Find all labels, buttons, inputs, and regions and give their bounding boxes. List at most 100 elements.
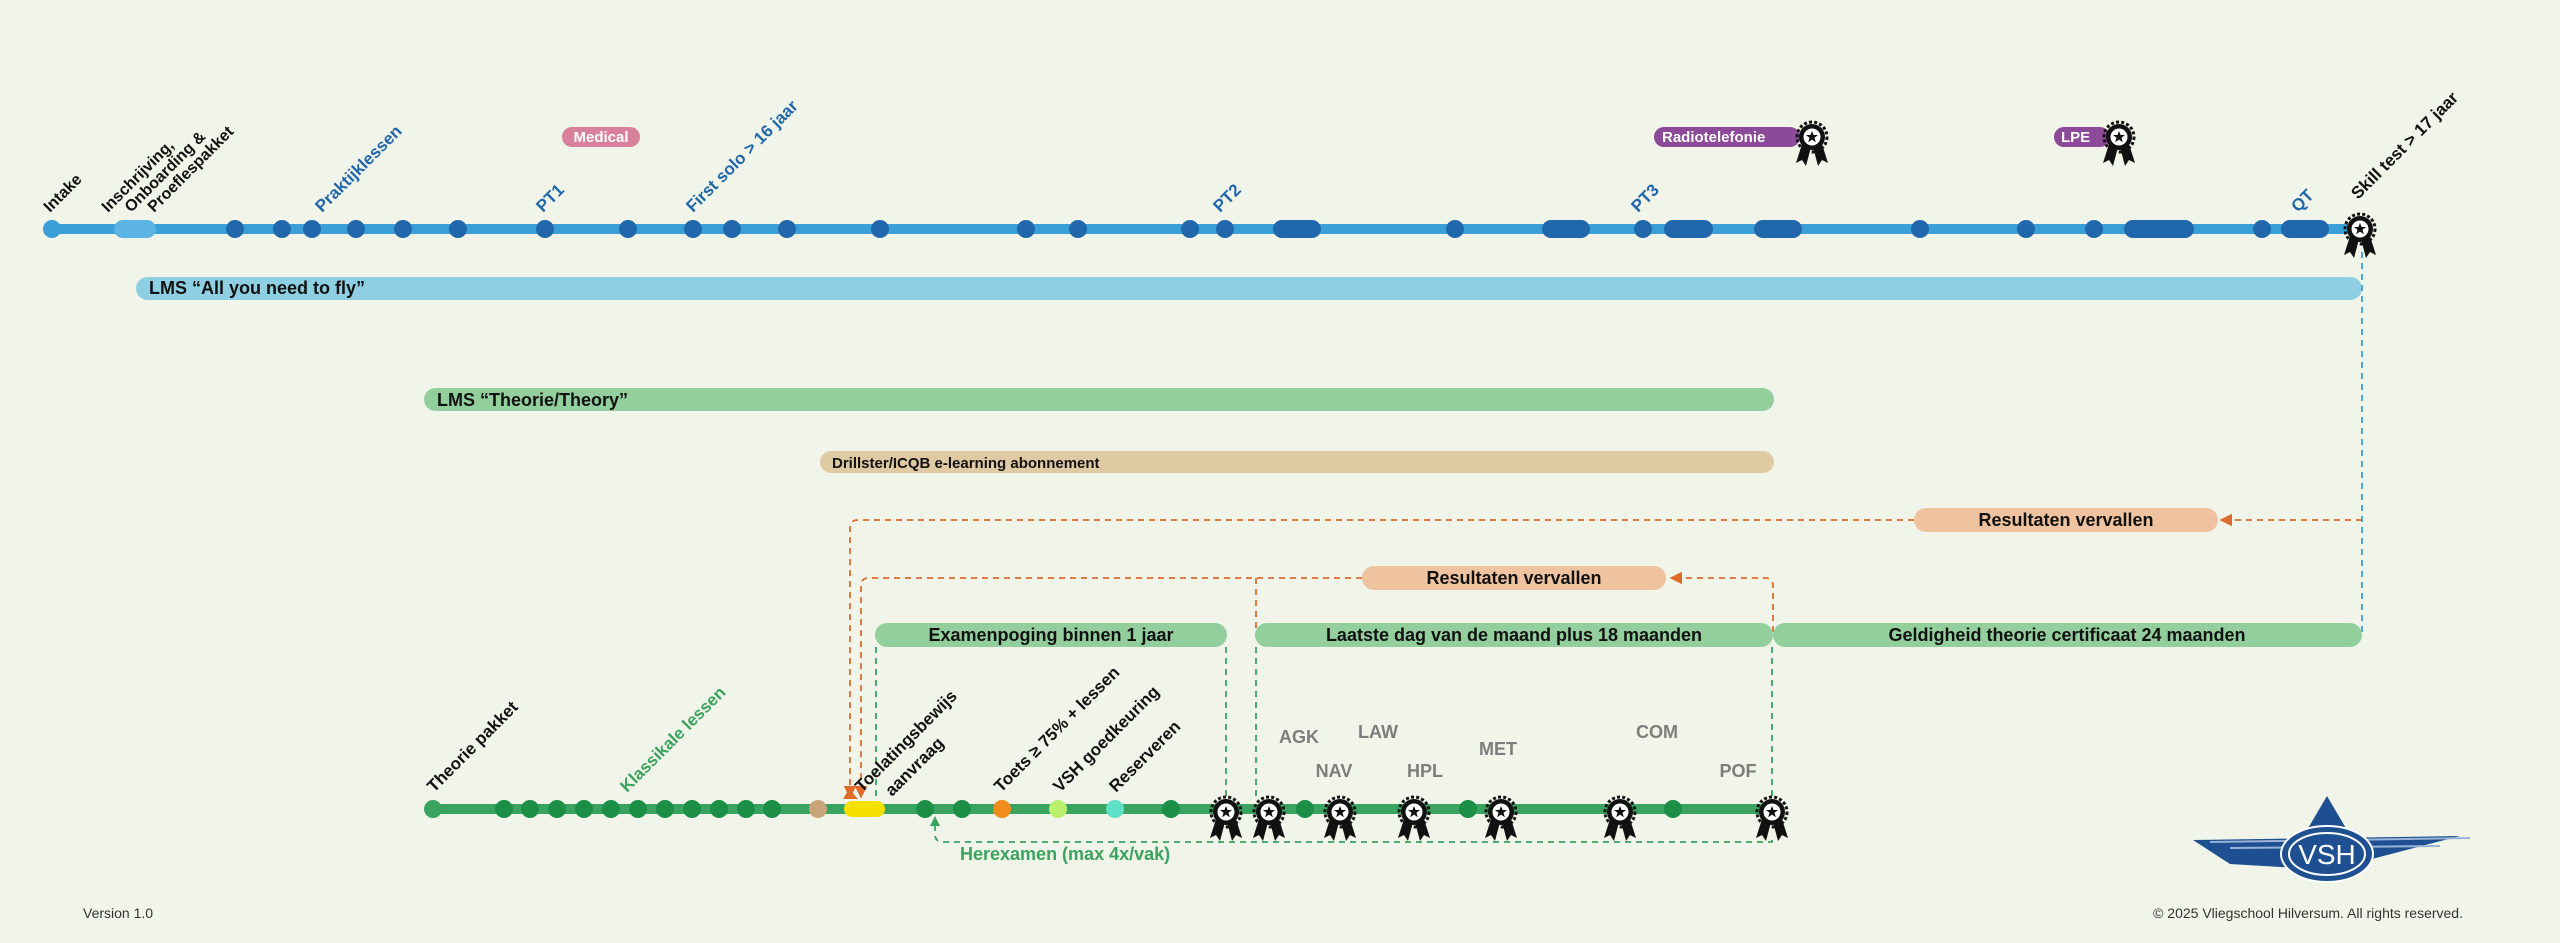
version-label: Version 1.0 <box>83 905 154 921</box>
subject-met: MET <box>1479 739 1517 759</box>
pilot-lesson-node <box>226 220 244 238</box>
logo-tail <box>2307 796 2347 830</box>
theory-exam-node <box>1664 800 1682 818</box>
resultaten-vervallen-pill-1 <box>1914 508 2218 532</box>
radiotelefonie-award-icon <box>1794 120 1830 168</box>
pilot-lesson-block <box>1542 220 1590 238</box>
resultaten-vervallen-label-1: Resultaten vervallen <box>1978 510 2153 530</box>
pt2-label: PT2 <box>1209 180 1244 215</box>
pt1-label: PT1 <box>532 180 567 215</box>
theory-lesson-node <box>575 800 593 818</box>
pilot-lesson-node <box>871 220 889 238</box>
theory-lesson-node <box>916 800 934 818</box>
theory-lesson-node <box>763 800 781 818</box>
geldigheid-label: Geldigheid theorie certificaat 24 maande… <box>1888 625 2245 645</box>
pilot-lesson-block <box>1754 220 1802 238</box>
resultaten-vervallen-pill-2 <box>1362 566 1666 590</box>
subject-law: LAW <box>1358 722 1398 742</box>
pilot-lesson-node <box>1911 220 1929 238</box>
pilot-lesson-node <box>1017 220 1035 238</box>
qt-label: QT <box>2287 185 2318 216</box>
theory-lesson-nodes <box>495 800 1682 818</box>
pilot-lesson-node <box>394 220 412 238</box>
vervallen-arrow-2 <box>1669 571 1774 632</box>
pilot-lesson-block <box>114 220 156 238</box>
skill-test-label: Skill test > 17 jaar <box>2347 88 2462 203</box>
herexamen-label: Herexamen (max 4x/vak) <box>960 844 1170 864</box>
subject-pof: POF <box>1719 761 1756 781</box>
pilot-lesson-node <box>449 220 467 238</box>
exam-award-icon-3 <box>1322 795 1358 843</box>
theory-lesson-node <box>710 800 728 818</box>
lms-fly-label: LMS “All you need to fly” <box>149 278 365 298</box>
intake-label: Intake <box>41 171 86 216</box>
pilot-lesson-node <box>1181 220 1199 238</box>
klassikale-lessen-label: Klassikale lessen <box>616 683 729 796</box>
exam-award-icon-2 <box>1251 795 1287 843</box>
laatste-dag-label: Laatste dag van de maand plus 18 maanden <box>1326 625 1702 645</box>
subject-com: COM <box>1636 722 1678 742</box>
subject-agk: AGK <box>1279 727 1319 747</box>
toets-node <box>993 800 1011 818</box>
pilot-lesson-nodes <box>114 220 2329 238</box>
drillster-bar <box>820 451 1774 473</box>
vsh-goedkeuring-node <box>1049 800 1067 818</box>
theory-lesson-node <box>548 800 566 818</box>
pilot-lesson-node <box>723 220 741 238</box>
laatste-dag-bar <box>1255 623 1773 647</box>
pilot-lesson-block <box>2124 220 2194 238</box>
examenpoging-label: Examenpoging binnen 1 jaar <box>928 625 1173 645</box>
lpe-label: LPE <box>2061 129 2090 146</box>
examenpoging-bar <box>875 623 1227 647</box>
pilot-lesson-node <box>1634 220 1652 238</box>
reserveren-node <box>1106 800 1124 818</box>
theory-exam-node <box>1296 800 1314 818</box>
medical-pill <box>562 127 640 147</box>
geldigheid-bar <box>1773 623 2362 647</box>
skill-test-award-icon <box>2342 212 2378 260</box>
lpe-award-icon <box>2101 120 2137 168</box>
radiotelefonie-pill <box>1654 127 1800 147</box>
toelating-node <box>844 801 885 817</box>
exam-award-icon-6 <box>1602 795 1638 843</box>
pilot-lesson-node <box>2253 220 2271 238</box>
pilot-lesson-node <box>1446 220 1464 238</box>
vsh-logo: VSH <box>2193 796 2471 883</box>
pilot-lesson-node <box>1069 220 1087 238</box>
vsh-goedkeuring-label: VSH goedkeuring <box>1049 682 1163 796</box>
lms-fly-bar <box>136 277 2362 300</box>
drillster-label: Drillster/ICQB e-learning abonnement <box>832 455 1100 472</box>
theory-lesson-node <box>602 800 620 818</box>
exam-award-icon-5 <box>1483 795 1519 843</box>
toelating-marker <box>843 789 858 799</box>
first-solo-label: First solo > 16 jaar <box>682 96 802 216</box>
vervallen-line-1 <box>843 519 1914 799</box>
theory-lesson-node <box>953 800 971 818</box>
herexamen-connector <box>934 826 1773 843</box>
pilot-lesson-block <box>1273 220 1321 238</box>
theory-lesson-node <box>521 800 539 818</box>
theory-lesson-node <box>656 800 674 818</box>
pilot-lesson-block <box>2281 220 2329 238</box>
pt3-label: PT3 <box>1627 180 1662 215</box>
pilot-lesson-node <box>684 220 702 238</box>
lpe-pill <box>2054 127 2110 147</box>
resultaten-vervallen-label-2: Resultaten vervallen <box>1426 568 1601 588</box>
pilot-lesson-node <box>2085 220 2103 238</box>
exam-award-icon-4 <box>1396 795 1432 843</box>
pilot-lesson-node <box>2017 220 2035 238</box>
exam-award-icon-1 <box>1208 795 1244 843</box>
theory-lesson-node <box>737 800 755 818</box>
theory-lesson-node <box>683 800 701 818</box>
pilot-lesson-node <box>303 220 321 238</box>
subject-nav: NAV <box>1316 761 1353 781</box>
theorie-pakket-label: Theorie pakket <box>423 697 522 796</box>
theorie-pakket-node <box>424 800 442 818</box>
subject-hpl: HPL <box>1407 761 1443 781</box>
pilot-lesson-node <box>536 220 554 238</box>
skill-test-connector <box>2354 252 2363 644</box>
praktijklessen-label: Praktijklessen <box>311 122 405 216</box>
pilot-lesson-node <box>347 220 365 238</box>
